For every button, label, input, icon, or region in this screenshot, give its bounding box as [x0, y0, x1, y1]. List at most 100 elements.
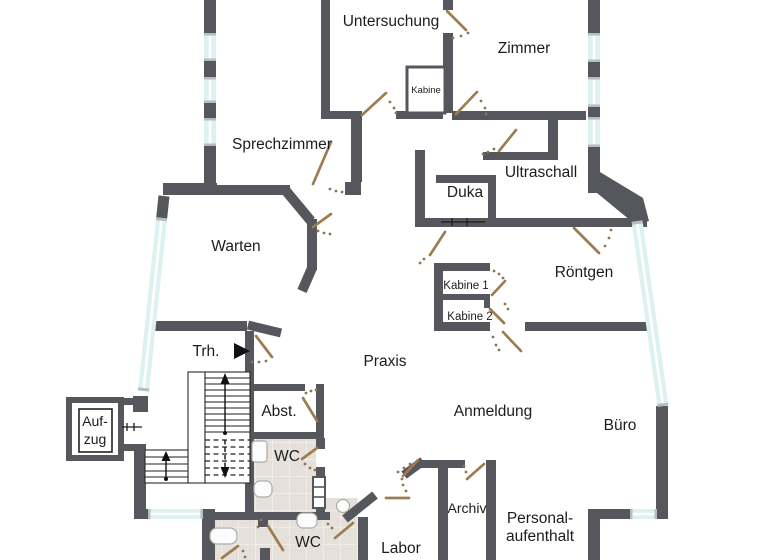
wall-roentgen-top: [420, 218, 647, 227]
door-untersuchung-top: [445, 9, 470, 40]
lift-cabin: [78, 408, 113, 453]
tiled-floors: [215, 438, 358, 560]
walls: [66, 0, 668, 560]
wall-hall-jamb: [351, 119, 362, 182]
wall-wc-stub: [258, 513, 268, 527]
wall-roentgen-bottom: [525, 322, 647, 331]
window: [204, 33, 216, 61]
wall-sprechzimmer-divider: [321, 0, 330, 111]
room-label-wc-upper: WC: [274, 448, 300, 465]
wall-right-outer: [588, 107, 600, 117]
wall-wc-upper-right: [316, 467, 325, 478]
wall-duka-right: [488, 175, 496, 222]
stair-arrow-up-icon: [161, 451, 171, 461]
wall-trh-stub: [246, 320, 283, 338]
duka-sliding-door: [441, 218, 485, 226]
wall-ultraschall-top: [483, 152, 558, 160]
wall-abst-top: [253, 384, 305, 391]
door-kabine1: [490, 269, 507, 297]
door-kabine2: [488, 302, 510, 325]
wall-warten-right: [307, 219, 317, 270]
window: [204, 77, 216, 103]
wall-kabinen-bottom: [434, 322, 490, 331]
door-zimmer: [454, 90, 488, 116]
wall-wc-left: [202, 512, 215, 560]
room-label-kabine: Kabine: [411, 85, 441, 96]
door-labor: [396, 458, 420, 478]
wall-trh-top: [152, 321, 247, 331]
wall-wc-upper-right: [316, 506, 325, 514]
doors: [122, 9, 613, 560]
wall-zimmer-divider: [443, 0, 453, 10]
toilet-icon: [253, 480, 273, 498]
wall-sprechzimmer-bottom: [163, 185, 290, 195]
door-wc-upper: [300, 446, 319, 472]
wall-abst-right: [316, 384, 324, 433]
wall-left-lower: [134, 444, 146, 512]
door-trh: [250, 334, 274, 364]
wall-hall-jamb-foot: [345, 182, 361, 195]
sink-round-icon: [335, 498, 351, 514]
wall-left-outer: [204, 0, 216, 33]
wall-duka-top: [436, 175, 496, 183]
wall-right-outer: [588, 0, 600, 33]
door-abst: [301, 388, 319, 423]
room-labels: Untersuchung Zimmer Kabine Sprechzimmer …: [82, 13, 636, 557]
room-label-trh: Trh.: [193, 343, 220, 360]
wall-warten-funnel: [297, 266, 317, 293]
wall-left-outer: [204, 146, 216, 192]
wall-wc-stub: [260, 548, 270, 560]
wall-bottomright: [655, 509, 668, 519]
staircase: [144, 371, 251, 484]
room-label-personal-line1: Personal-: [507, 510, 573, 527]
wall-labor-left: [358, 517, 368, 560]
door-archiv: [462, 462, 486, 481]
room-label-abst: Abst.: [261, 403, 296, 420]
wall-zimmer-divider: [443, 33, 453, 113]
wall-right-outer: [588, 147, 600, 175]
wall-archiv-right: [486, 460, 496, 560]
room-label-praxis: Praxis: [363, 353, 406, 370]
window: [588, 77, 600, 107]
wall-bottomright-step: [588, 509, 600, 560]
windows: [138, 33, 669, 519]
room-label-labor: Labor: [381, 540, 421, 557]
door-wc-vestibule: [326, 521, 355, 540]
wall-lift-corridor-top: [122, 398, 142, 405]
entrance-arrow-icon: [234, 343, 250, 359]
wall-kabinen-stub: [484, 296, 490, 308]
wall-zimmer-bottom: [452, 111, 586, 120]
bathtub-icon: [209, 527, 238, 545]
room-label-aufzug-line1: Auf-: [82, 413, 108, 429]
door-wc-lower-2: [220, 544, 247, 560]
wall-archiv-top: [420, 460, 465, 468]
window: [588, 117, 600, 147]
lift-sliding-door: [122, 423, 142, 431]
door-untersuchung-bottom: [360, 91, 398, 117]
room-label-aufzug-line2: zug: [84, 431, 107, 447]
wall-zimmer-jog: [548, 119, 558, 160]
sink-icon: [251, 440, 268, 463]
wall-bottom-left: [134, 509, 148, 519]
wall-right-lower: [656, 406, 668, 513]
room-label-kabine1: Kabine 1: [443, 280, 488, 292]
room-label-roentgen: Röntgen: [555, 264, 614, 281]
wall-bottomright: [600, 509, 631, 519]
room-label-buero: Büro: [604, 417, 637, 434]
door-sprechzimmer: [311, 140, 344, 194]
wall-left-outer: [204, 103, 216, 118]
wall-shaft: [312, 476, 326, 509]
room-label-sprechzimmer: Sprechzimmer: [232, 136, 332, 153]
wall-hall-top: [321, 111, 362, 119]
door-warten: [311, 212, 333, 236]
room-label-kabine2: Kabine 2: [447, 311, 492, 323]
wall-kabinen-mid: [434, 294, 490, 300]
stair-arrow-up-icon: [220, 373, 230, 384]
room-label-ultraschall: Ultraschall: [505, 164, 577, 181]
room-label-personal-line2: aufenthalt: [506, 528, 575, 545]
wall-labor-diagonal-low: [342, 491, 378, 523]
window: [148, 509, 203, 519]
wall-labor-archiv-divider: [438, 467, 448, 560]
stair-strip: [187, 371, 206, 484]
